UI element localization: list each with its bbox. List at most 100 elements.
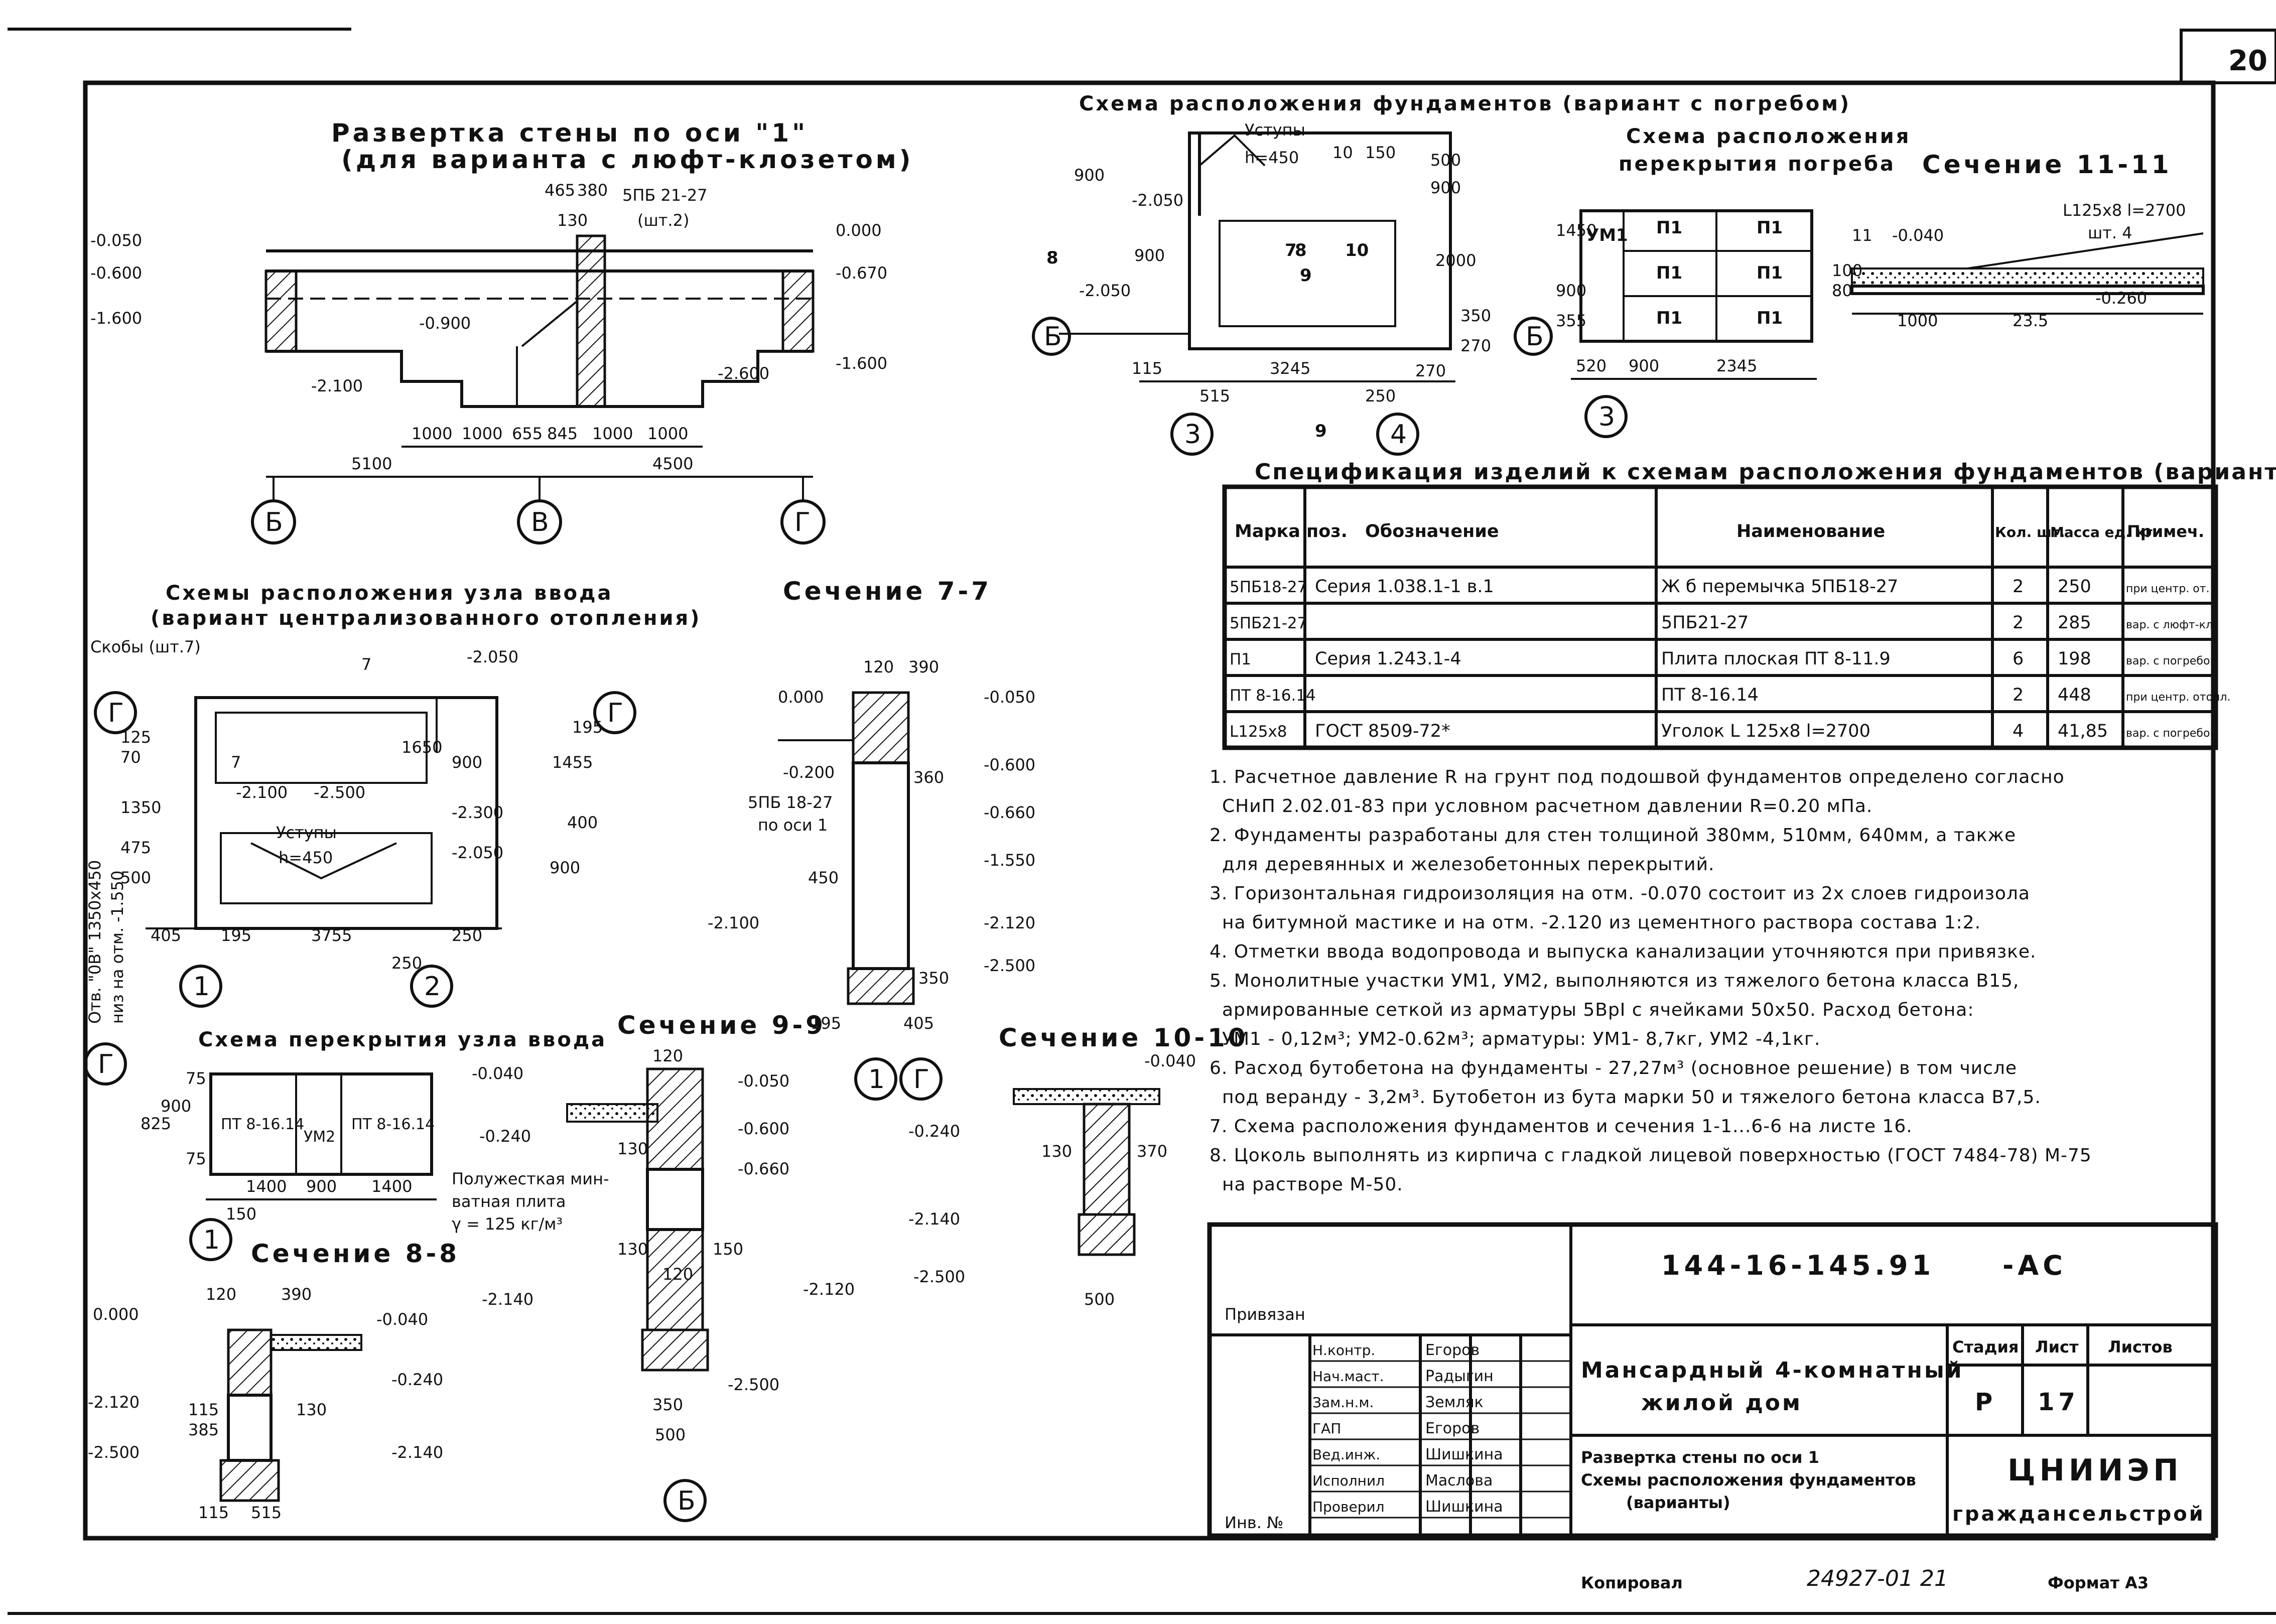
wall-dim-top-3: 130 bbox=[557, 211, 588, 230]
entry-slab-layout: Схема перекрытия узла ввода ПТ 8-16.14 У… bbox=[84, 1028, 605, 1261]
entry-ldim-1: 1350 bbox=[120, 798, 161, 817]
cellar-slab-3: П1 bbox=[1656, 263, 1682, 283]
wall-development: Развертка стены по оси "1" (для варианта… bbox=[90, 118, 914, 545]
entry-lbl-6: -2.500 bbox=[314, 783, 365, 802]
entry-slab-axis-g: Г bbox=[98, 1049, 114, 1079]
sheet-footer: Копировал 24927-01 21 Формат А3 bbox=[1581, 1566, 2149, 1592]
sec8-lbl-2: 390 bbox=[281, 1285, 312, 1304]
entry-lbl-12: 1455 bbox=[552, 753, 593, 772]
entry-slab-dim-2: 900 bbox=[306, 1177, 337, 1196]
spec-table: Спецификация изделий к схемам расположен… bbox=[1222, 459, 2276, 750]
sec8-lbl-3: 115 bbox=[188, 1400, 219, 1419]
sec9-lvl-6: -2.140 bbox=[482, 1290, 533, 1309]
fdn-marker-4: 9 bbox=[1300, 265, 1312, 286]
stamp-code: 144-16-145.91 bbox=[1661, 1250, 1935, 1281]
sec11-lbl-6: 80 bbox=[1832, 281, 1852, 300]
sec8-lvl-2: -0.040 bbox=[376, 1310, 428, 1329]
note-line-5: на битумной мастике и на отм. -2.120 из … bbox=[1222, 912, 1981, 933]
stamp-role-1: Нач.маст. bbox=[1312, 1368, 1384, 1385]
sec9-lbl-10: 500 bbox=[655, 1425, 686, 1444]
spec-row-2-col-3: 6 bbox=[2013, 649, 2024, 669]
cellar-dim-4: 520 bbox=[1576, 356, 1606, 375]
entry-slab-dim-1: 1400 bbox=[246, 1177, 287, 1196]
entry-slab-dim-3: 1400 bbox=[371, 1177, 412, 1196]
cellar-dim-3: 355 bbox=[1556, 311, 1586, 330]
stamp-name-5: Маслова bbox=[1425, 1472, 1493, 1490]
fdn-dim-11: -2.050 bbox=[1079, 281, 1131, 300]
spec-row-2-col-0: П1 bbox=[1230, 650, 1251, 668]
wall-title-2: (для варианта с люфт-клозетом) bbox=[341, 145, 914, 174]
sec7-lbl-5: 360 bbox=[913, 768, 944, 787]
sec10-lvl-3: -2.140 bbox=[908, 1209, 960, 1229]
wall-lvl-9: -2.600 bbox=[718, 364, 769, 383]
spec-row-2-col-1: Серия 1.243.1-4 bbox=[1315, 649, 1461, 669]
note-line-11: под веранду - 3,2м³. Бутобетон из бута м… bbox=[1222, 1087, 2041, 1108]
fdn-dim-6: 900 bbox=[1430, 178, 1461, 197]
entry-slab-dim-4: 150 bbox=[226, 1204, 256, 1224]
spec-row-1-col-2: 5ПБ21-27 bbox=[1661, 613, 1749, 633]
cellar-slab-layout: Схема расположения перекрытия погреба УМ… bbox=[1514, 125, 1909, 438]
spec-h-name: Наименование bbox=[1736, 521, 1885, 542]
sec9-lbl-2: ватная плита bbox=[452, 1192, 566, 1211]
wall-dim-b-5: 1000 bbox=[592, 424, 633, 443]
sec9-lbl-3: γ = 125 кг/м³ bbox=[452, 1214, 563, 1234]
entry-left-text-1: Отв. "0В" 1350х450 bbox=[85, 860, 104, 1024]
entry-slab-dim-6: 900 bbox=[161, 1097, 191, 1116]
note-line-4: 3. Горизонтальная гидроизоляция на отм. … bbox=[1210, 883, 2030, 904]
entry-lbl-8: -2.300 bbox=[452, 803, 503, 822]
section-10: Сечение 10-10 -0.040 -0.240 -2.140 -2.50… bbox=[908, 1023, 1246, 1309]
entry-slab-2: УМ2 bbox=[304, 1128, 335, 1146]
wall-lvl-6: -1.600 bbox=[836, 354, 887, 373]
fdn-dim-2: -2.050 bbox=[1132, 191, 1183, 210]
cellar-dim-6: 2345 bbox=[1716, 356, 1757, 375]
sec7-lbl-6: 450 bbox=[808, 868, 839, 887]
sec10-lvl-2: -0.240 bbox=[908, 1122, 960, 1141]
spec-row-4-col-0: L125x8 bbox=[1230, 723, 1287, 741]
fdn-dim-8: 350 bbox=[1460, 306, 1491, 325]
sec7-axis-1: 1 bbox=[868, 1064, 885, 1095]
sec11-lbl-2: шт. 4 bbox=[2088, 223, 2132, 242]
note-line-13: 8. Цоколь выполнять из кирпича с гладкой… bbox=[1210, 1145, 2092, 1166]
fdn-dim-4: 150 bbox=[1365, 143, 1396, 162]
sec8-lvl-5: -2.500 bbox=[88, 1443, 140, 1462]
note-line-2: 2. Фундаменты разработаны для стен толщи… bbox=[1210, 825, 2016, 846]
wall-lvl-5: -0.670 bbox=[836, 263, 887, 283]
cellar-slab-5: П1 bbox=[1656, 308, 1682, 328]
sec7-lbl-2: по оси 1 bbox=[758, 816, 828, 835]
stamp-org-2: граждансельстрой bbox=[1952, 1503, 2205, 1526]
title-block: Н.контр.ЕгоровНач.маст.РадыгинЗам.н.м.Зе… bbox=[1207, 1222, 2218, 1538]
note-line-6: 4. Отметки ввода водопровода и выпуска к… bbox=[1210, 941, 2036, 962]
note-line-10: 6. Расход бутобетона на фундаменты - 27,… bbox=[1210, 1058, 2017, 1078]
stamp-name-3: Егоров bbox=[1425, 1420, 1480, 1437]
wall-axis-g: Г bbox=[794, 507, 811, 537]
fdn-dim-14: 515 bbox=[1199, 386, 1230, 405]
sec7-lvl-8: -2.120 bbox=[984, 913, 1035, 932]
sheet-frame: 20 bbox=[8, 28, 2276, 1615]
foundation-layout: Схема расположения фундаментов (вариант … bbox=[1032, 92, 1849, 456]
sec9-lbl-5: 130 bbox=[617, 1139, 648, 1158]
spec-row-4-col-1: ГОСТ 8509-72* bbox=[1315, 721, 1450, 741]
note-line-9: УМ1 - 0,12м³; УМ2-0.62м³; арматуры: УМ1-… bbox=[1222, 1029, 1820, 1049]
stamp-org-1: ЦНИИЭП bbox=[2007, 1453, 2183, 1488]
note-line-14: на растворе М-50. bbox=[1222, 1174, 1403, 1195]
spec-row-3-col-5: при центр. отопл. bbox=[2126, 691, 2230, 704]
stamp-project-2: жилой дом bbox=[1641, 1390, 1802, 1416]
spec-row-4-col-3: 4 bbox=[2013, 721, 2024, 741]
note-line-3: для деревянных и железобетонных перекрыт… bbox=[1222, 854, 1714, 875]
fdn-axis-3: 3 bbox=[1184, 420, 1201, 450]
section-11: Сечение 11-11 L125x8 l=2700 шт. 4 1000 2… bbox=[1832, 150, 2205, 330]
spec-title: Спецификация изделий к схемам расположен… bbox=[1255, 459, 2276, 485]
fdn-marker-3: 8 bbox=[1295, 240, 1307, 260]
spec-row-0-col-2: Ж б перемычка 5ПБ18-27 bbox=[1661, 577, 1898, 597]
cellar-slab-um1: УМ1 bbox=[1586, 225, 1628, 245]
section-9: Сечение 9-9 -0.040 -0.240 -0.050 -0.600 … bbox=[452, 1011, 855, 1522]
sec8-lbl-6: 115 bbox=[198, 1503, 229, 1522]
wall-beam-2: (шт.2) bbox=[637, 211, 689, 230]
entry-lbl-11: -2.050 bbox=[452, 843, 503, 862]
stamp-role-3: ГАП bbox=[1312, 1420, 1341, 1437]
sec8-lbl-1: 120 bbox=[206, 1285, 236, 1304]
spec-row-4-col-2: Уголок L 125x8 l=2700 bbox=[1661, 721, 1870, 741]
cellar-dim-5: 900 bbox=[1629, 356, 1659, 375]
sec7-lvl-7: -2.100 bbox=[708, 913, 759, 932]
cellar-slab-6: П1 bbox=[1757, 308, 1783, 328]
